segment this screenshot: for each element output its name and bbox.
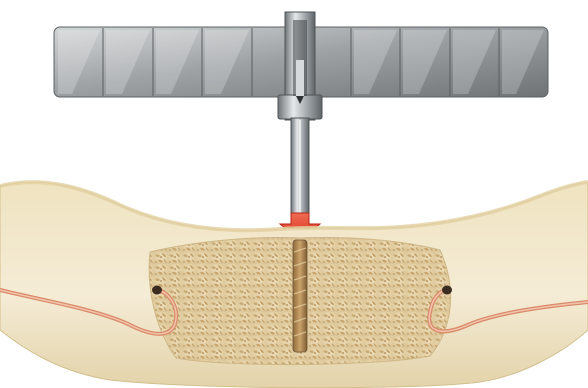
drill-sleeve [278,12,322,120]
drill-bit [291,118,309,216]
osteotomy-channel [293,240,307,352]
